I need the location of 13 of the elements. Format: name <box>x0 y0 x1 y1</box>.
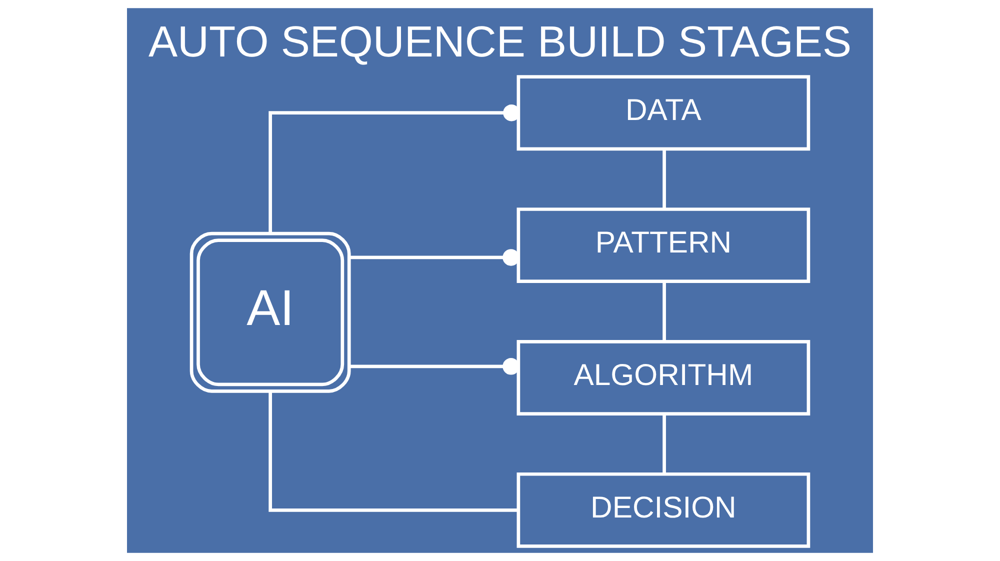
connector <box>268 392 518 512</box>
connector <box>662 149 666 210</box>
diagram-title: AUTO SEQUENCE BUILD STAGES <box>148 18 852 66</box>
node-box: AI <box>190 232 351 393</box>
node-box: DATA <box>516 75 810 151</box>
node-box: DECISION <box>516 472 810 548</box>
connector <box>268 104 520 234</box>
connector <box>662 414 666 474</box>
connector <box>349 249 520 266</box>
connector <box>349 358 520 375</box>
node-box: ALGORITHM <box>516 340 810 416</box>
connector <box>662 282 666 342</box>
node-box: PATTERN <box>516 208 810 284</box>
